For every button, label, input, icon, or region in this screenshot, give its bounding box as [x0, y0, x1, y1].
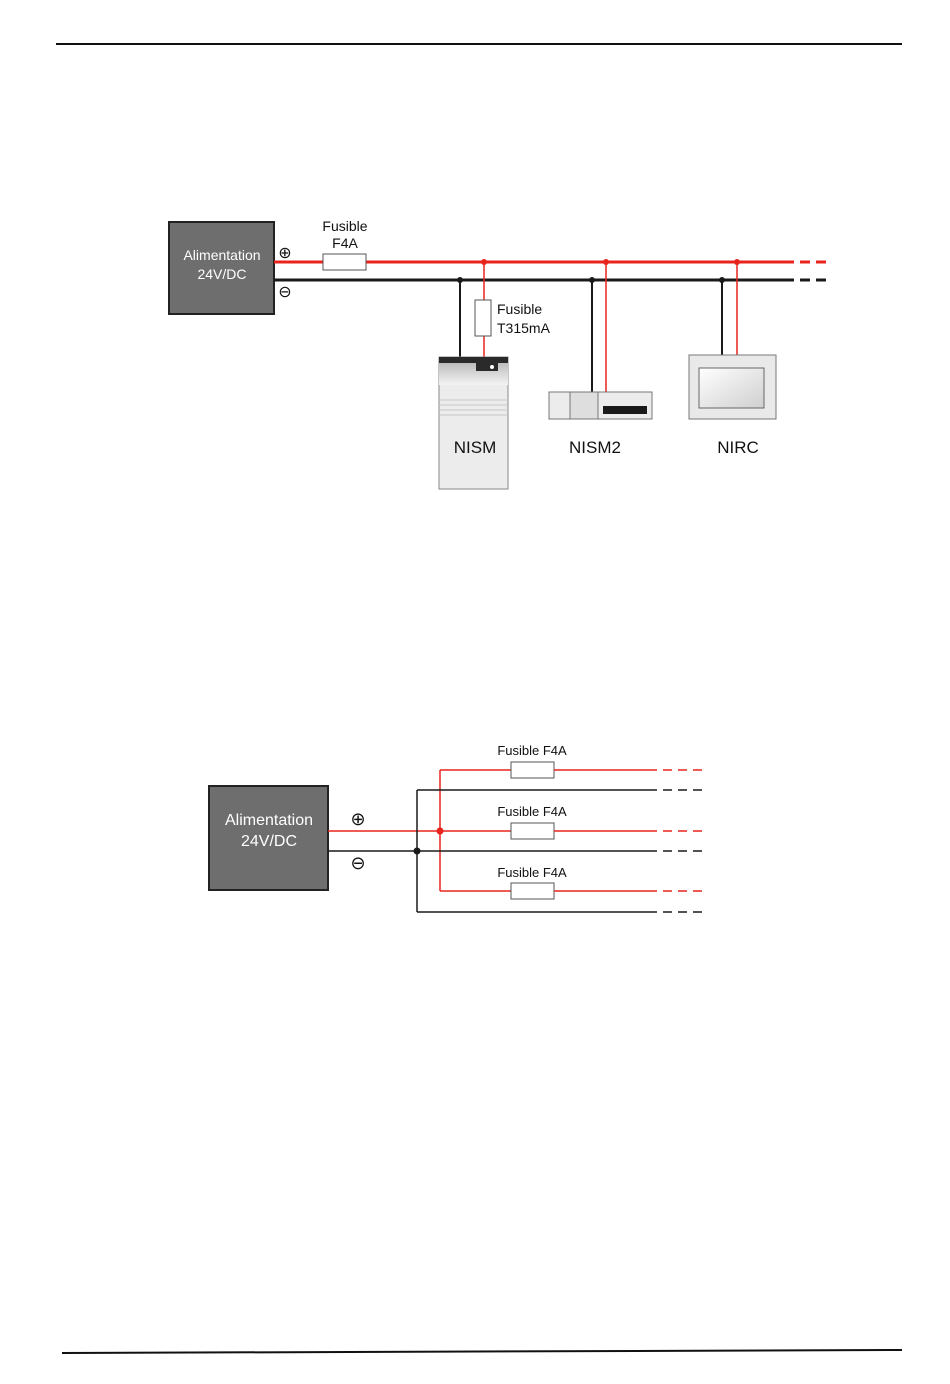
- nism-device: NISM: [439, 357, 508, 489]
- branch-fuse-label-line2: T315mA: [497, 320, 551, 336]
- output-branch-3: Fusible F4A: [417, 865, 704, 912]
- main-fuse-label-line2: F4A: [332, 235, 358, 251]
- negative-terminal-symbol: ⊖: [278, 284, 291, 301]
- output-branch-2: Fusible F4A: [417, 804, 704, 851]
- fuse-label: Fusible F4A: [497, 865, 567, 880]
- power-supply-unit: Alimentation 24V/DC: [169, 222, 274, 314]
- branch-fuse: [475, 300, 491, 336]
- nism2-device: [549, 392, 652, 419]
- nism2-label: NISM2: [569, 438, 621, 457]
- nirc-label: NIRC: [717, 438, 759, 457]
- positive-terminal-symbol: ⊕: [350, 809, 365, 829]
- branch-fuse-label-line1: Fusible: [497, 301, 542, 317]
- fuse-label: Fusible F4A: [497, 804, 567, 819]
- nism-label: NISM: [454, 438, 497, 457]
- branch-fuse: [511, 883, 554, 899]
- psu-label-line1: Alimentation: [225, 812, 313, 829]
- main-fuse-label-line1: Fusible: [322, 218, 367, 234]
- wiring-diagram-star: Alimentation 24V/DC ⊕ ⊖ Fusible F4A: [209, 743, 704, 912]
- nirc-device: [689, 355, 776, 419]
- branch-fuse: [511, 823, 554, 839]
- output-branch-1: Fusible F4A: [417, 743, 704, 790]
- main-fuse: [323, 254, 366, 270]
- footer-rule: [62, 1350, 902, 1353]
- positive-terminal-symbol: ⊕: [278, 245, 291, 262]
- power-supply-unit: Alimentation 24V/DC: [209, 786, 328, 890]
- branch-fuse: [511, 762, 554, 778]
- fuse-label: Fusible F4A: [497, 743, 567, 758]
- wiring-diagram-bus: Alimentation 24V/DC ⊕ ⊖ Fusible F4A Fusi…: [169, 218, 830, 489]
- psu-label-line2: 24V/DC: [197, 266, 246, 282]
- psu-label-line1: Alimentation: [183, 247, 260, 263]
- psu-label-line2: 24V/DC: [241, 833, 297, 850]
- negative-terminal-symbol: ⊖: [350, 853, 365, 873]
